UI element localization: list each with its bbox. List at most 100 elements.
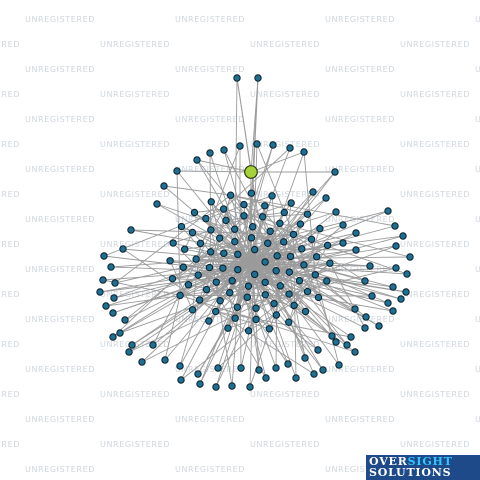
network-node: [262, 374, 270, 382]
network-node: [255, 366, 263, 374]
network-node: [233, 74, 241, 82]
network-node: [303, 210, 312, 218]
watermark-text: UNREGISTERED: [400, 240, 470, 249]
network-node: [343, 341, 351, 349]
watermark-text: UNREGISTERED: [0, 440, 20, 449]
network-node: [177, 376, 185, 384]
logo-line-1: OVERSIGHT: [369, 456, 453, 467]
network-node: [311, 271, 319, 279]
edge: [196, 159, 252, 173]
edge: [248, 232, 357, 287]
network-node: [392, 264, 400, 272]
watermark-text: UNREGISTERED: [250, 140, 320, 149]
network-node: [176, 362, 184, 370]
watermark-text: UNREGISTERED: [475, 215, 480, 224]
network-node: [212, 383, 220, 391]
network-node: [193, 156, 201, 164]
watermark-text: UNREGISTERED: [25, 215, 95, 224]
network-node: [292, 374, 300, 382]
network-node: [161, 356, 169, 364]
watermark-text: UNREGISTERED: [325, 465, 395, 474]
watermark-text: UNREGISTERED: [100, 290, 170, 299]
watermark-text: UNREGISTERED: [400, 440, 470, 449]
network-node: [222, 216, 230, 225]
network-node: [261, 258, 269, 266]
network-node: [266, 227, 274, 235]
watermark-text: UNREGISTERED: [100, 140, 170, 149]
network-node: [286, 144, 294, 152]
network-node: [352, 246, 360, 254]
network-node: [298, 245, 306, 253]
network-node: [284, 360, 292, 368]
watermark-text: UNREGISTERED: [0, 40, 20, 49]
network-node: [261, 278, 269, 287]
watermark-text: UNREGISTERED: [25, 315, 95, 324]
network-node: [399, 232, 407, 240]
watermark-text: UNREGISTERED: [0, 390, 20, 399]
edge: [230, 194, 308, 215]
network-node: [290, 301, 298, 310]
edge: [223, 226, 254, 254]
network-node: [366, 262, 374, 270]
edge: [169, 260, 308, 292]
network-node: [384, 299, 392, 307]
edge: [128, 273, 245, 353]
node-layer: [96, 74, 414, 391]
watermark-text: UNREGISTERED: [25, 15, 95, 24]
network-node: [250, 270, 259, 279]
network-node: [243, 293, 251, 301]
network-node: [194, 370, 202, 378]
focal-node: [244, 165, 258, 179]
network-node: [190, 208, 199, 217]
network-node: [287, 199, 295, 207]
network-node: [196, 380, 204, 388]
watermark-text: UNREGISTERED: [100, 440, 170, 449]
network-node: [269, 141, 277, 149]
network-node: [184, 281, 193, 289]
watermark-text: UNREGISTERED: [25, 365, 95, 374]
network-node: [276, 282, 285, 290]
edge: [248, 268, 289, 365]
watermark-text: UNREGISTERED: [250, 440, 320, 449]
network-node: [231, 314, 239, 322]
edge: [183, 266, 306, 312]
network-node: [237, 364, 245, 372]
network-node: [335, 361, 343, 369]
watermark-text: UNREGISTERED: [0, 340, 20, 349]
network-node: [236, 142, 244, 150]
network-node: [176, 291, 184, 300]
edge: [210, 201, 251, 263]
network-node: [286, 252, 295, 261]
edge: [230, 194, 366, 282]
watermark-text: UNREGISTERED: [100, 190, 170, 199]
watermark-text: UNREGISTERED: [0, 240, 20, 249]
oversight-solutions-logo: OVERSIGHT SOLUTIONS: [366, 455, 480, 480]
network-node: [261, 202, 269, 210]
network-node: [212, 278, 220, 286]
network-node: [102, 302, 110, 310]
watermark-text: UNREGISTERED: [250, 40, 320, 49]
edge: [315, 274, 356, 310]
network-node: [307, 235, 316, 243]
network-node: [351, 305, 359, 313]
network-node: [270, 299, 278, 308]
edge: [210, 201, 236, 230]
network-node: [300, 148, 308, 156]
network-node: [361, 277, 369, 285]
edge: [223, 208, 324, 371]
network-node: [332, 208, 340, 216]
watermark-text: UNREGISTERED: [100, 240, 170, 249]
network-node: [300, 261, 308, 269]
network-node: [254, 74, 262, 82]
network-node: [107, 263, 115, 271]
network-node: [212, 307, 220, 316]
network-node: [289, 230, 298, 239]
network-node: [389, 283, 397, 291]
network-node: [244, 327, 253, 335]
network-node: [96, 288, 104, 296]
network-node: [207, 226, 215, 234]
edge: [179, 294, 257, 320]
edge: [194, 212, 236, 243]
network-node: [403, 270, 411, 278]
